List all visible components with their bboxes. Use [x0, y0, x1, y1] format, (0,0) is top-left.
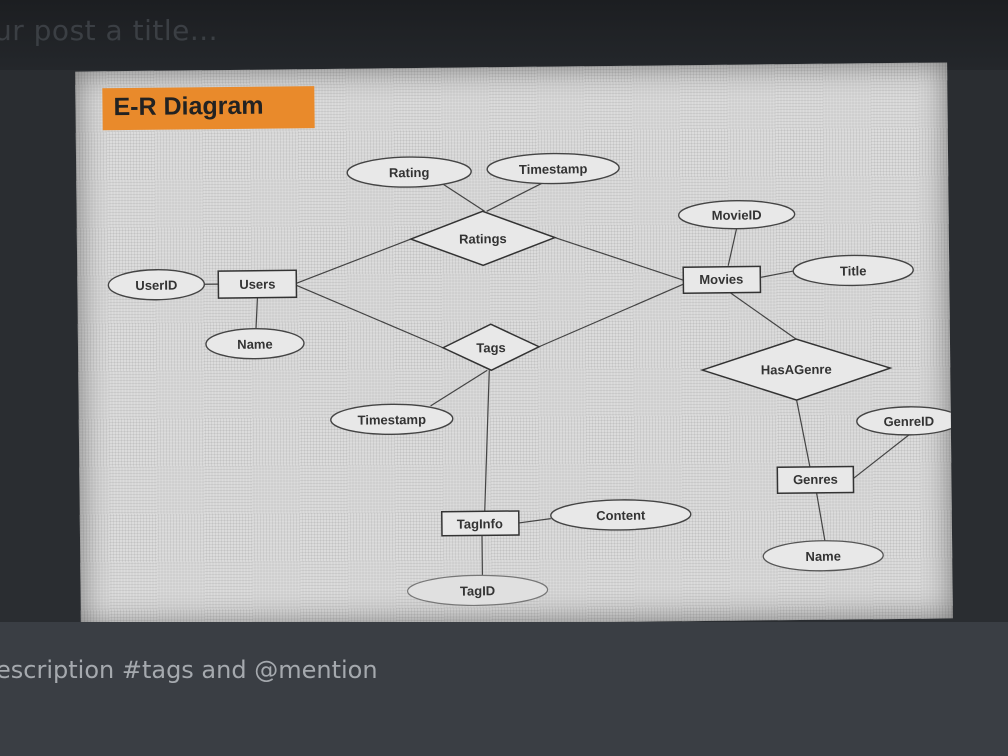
relationship-tags-label: Tags — [476, 340, 506, 355]
relationship-ratings-label: Ratings — [459, 231, 507, 246]
relationship-hasagenre-label: HasAGenre — [761, 362, 832, 378]
attribute-user-name-label: Name — [237, 337, 273, 352]
attribute-genre-name-label: Name — [805, 549, 841, 564]
attribute-title: Title — [792, 254, 914, 287]
attribute-movieid: MovieID — [677, 199, 796, 230]
line-movies-movieid — [727, 227, 738, 266]
attribute-rating-label: Rating — [389, 165, 430, 180]
line-tags-taginfo — [484, 370, 490, 512]
line-taginfo-content — [518, 518, 551, 524]
er-diagram-svg: Users Movies Genres TagInfo Ratings Tags… — [107, 152, 953, 607]
attribute-tagid: TagID — [406, 574, 549, 607]
attribute-genreid: GenreID — [856, 406, 953, 436]
line-ratings-rating — [435, 179, 485, 212]
entity-movies: Movies — [682, 265, 762, 294]
attribute-tag-timestamp: Timestamp — [330, 403, 454, 435]
line-users-ratings — [296, 238, 412, 284]
post-title-area[interactable]: ur post a title... — [0, 0, 1008, 70]
post-description-placeholder[interactable]: escription #tags and @mention — [0, 656, 378, 684]
attribute-userid: UserID — [107, 269, 206, 301]
attribute-userid-label: UserID — [135, 278, 177, 293]
line-genres-genreid — [853, 434, 910, 479]
attribute-title-label: Title — [840, 263, 867, 278]
entity-users: Users — [217, 269, 298, 299]
relationship-ratings: Ratings — [408, 210, 558, 267]
relationship-hasagenre: HasAGenre — [699, 338, 893, 401]
er-diagram-photo: E-R Diagram — [75, 62, 953, 628]
entity-users-label: Users — [239, 276, 275, 291]
line-movies-title — [760, 270, 794, 279]
attribute-tagid-label: TagID — [460, 583, 495, 598]
line-users-name — [255, 296, 259, 332]
line-genres-name — [815, 492, 826, 542]
post-title-placeholder[interactable]: ur post a title... — [0, 14, 219, 47]
entity-taginfo-label: TagInfo — [457, 516, 503, 531]
post-description-area[interactable]: escription #tags and @mention — [0, 622, 1008, 756]
attribute-genreid-label: GenreID — [883, 414, 934, 430]
line-users-tags — [296, 284, 444, 349]
line-ratings-movies — [554, 236, 684, 281]
line-hasagenre-genres — [796, 399, 811, 470]
attribute-content-label: Content — [596, 508, 646, 524]
entity-movies-label: Movies — [699, 272, 743, 287]
relationship-tags: Tags — [441, 323, 541, 372]
connector-lines — [204, 177, 910, 576]
entity-genres-label: Genres — [793, 472, 838, 487]
attribute-movieid-label: MovieID — [712, 207, 762, 223]
line-tags-movies — [538, 283, 684, 348]
attribute-user-name: Name — [205, 328, 305, 360]
line-tags-timestamp — [430, 369, 488, 407]
attribute-rating: Rating — [346, 156, 472, 188]
attribute-rating-timestamp-label: Timestamp — [519, 161, 588, 177]
line-movies-hasagenre — [727, 290, 797, 340]
entity-taginfo: TagInfo — [440, 510, 520, 537]
attribute-content: Content — [550, 499, 692, 531]
attribute-tag-timestamp-label: Timestamp — [357, 412, 426, 428]
attribute-genre-name: Name — [762, 540, 884, 572]
attribute-rating-timestamp: Timestamp — [486, 152, 620, 185]
entity-genres: Genres — [776, 465, 855, 495]
